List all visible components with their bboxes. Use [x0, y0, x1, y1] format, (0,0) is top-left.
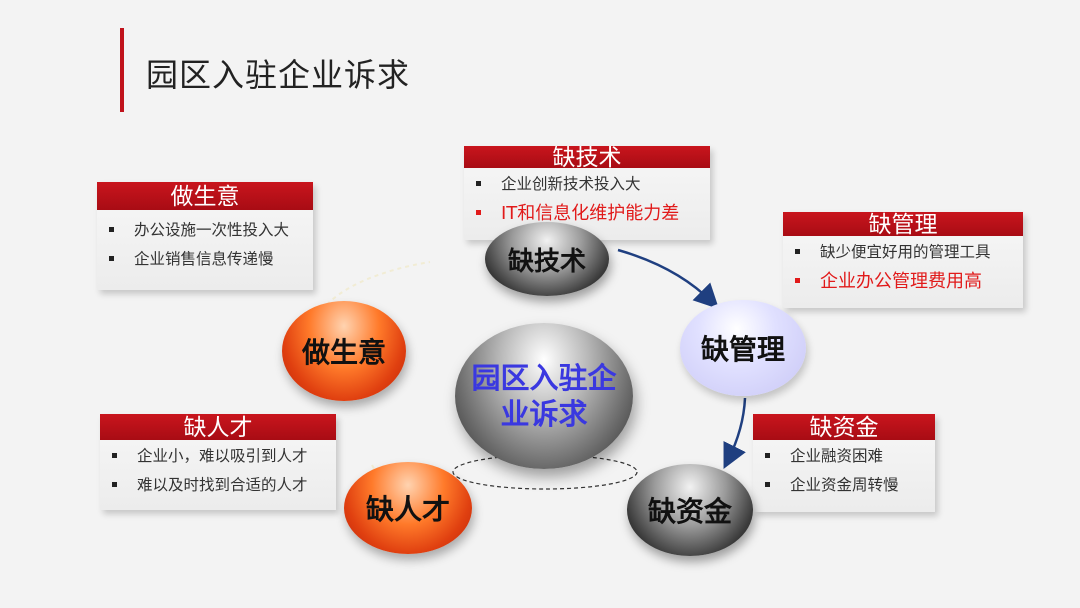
card-business: 做生意 办公设施一次性投入大 企业销售信息传递慢 [97, 182, 313, 290]
center-ball: 园区入驻企业诉求 [455, 323, 633, 469]
bullet-icon [795, 248, 800, 254]
list-item: 难以及时找到合适的人才 [108, 471, 336, 500]
list-item: 企业销售信息传递慢 [105, 245, 313, 274]
bullet-icon [765, 481, 770, 487]
list-item: 缺少便宜好用的管理工具 [791, 238, 1023, 267]
card-mgmt: 缺管理 缺少便宜好用的管理工具 企业办公管理费用高 [783, 212, 1023, 308]
list-item: 办公设施一次性投入大 [105, 216, 313, 245]
center-label: 园区入驻企业诉求 [471, 361, 617, 431]
card-talent-header: 缺人才 [100, 414, 336, 440]
tech-ball: 缺技术 [485, 222, 609, 296]
capital-ball: 缺资金 [627, 464, 753, 556]
card-mgmt-header: 缺管理 [783, 212, 1023, 236]
list-item: IT和信息化维护能力差 [472, 199, 710, 228]
list-item: 企业资金周转慢 [761, 471, 935, 500]
bullet-icon [112, 481, 117, 487]
title-accent-bar [120, 28, 124, 112]
list-item: 企业融资困难 [761, 442, 935, 471]
bullet-icon [765, 452, 770, 458]
list-item: 企业小，难以吸引到人才 [108, 442, 336, 471]
mgmt-ball: 缺管理 [680, 300, 806, 396]
talent-ball: 缺人才 [344, 462, 472, 554]
bullet-icon [109, 226, 114, 232]
bullet-icon [795, 278, 800, 283]
bullet-icon [112, 452, 117, 458]
card-business-header: 做生意 [97, 182, 313, 210]
list-item: 企业创新技术投入大 [472, 170, 710, 199]
bullet-icon [109, 255, 114, 261]
arrow-mgmt-to-capital [723, 397, 747, 469]
business-ball: 做生意 [282, 301, 406, 401]
card-capital-header: 缺资金 [753, 414, 935, 440]
card-capital: 缺资金 企业融资困难 企业资金周转慢 [753, 414, 935, 512]
bullet-icon [476, 210, 481, 215]
list-item: 企业办公管理费用高 [791, 267, 1023, 296]
bullet-icon [476, 180, 481, 186]
page-title: 园区入驻企业诉求 [146, 56, 411, 94]
card-tech-header: 缺技术 [464, 146, 710, 168]
card-tech: 缺技术 企业创新技术投入大 IT和信息化维护能力差 [464, 146, 710, 240]
arrow-tech-to-mgmt [617, 248, 720, 310]
card-talent: 缺人才 企业小，难以吸引到人才 难以及时找到合适的人才 [100, 414, 336, 510]
